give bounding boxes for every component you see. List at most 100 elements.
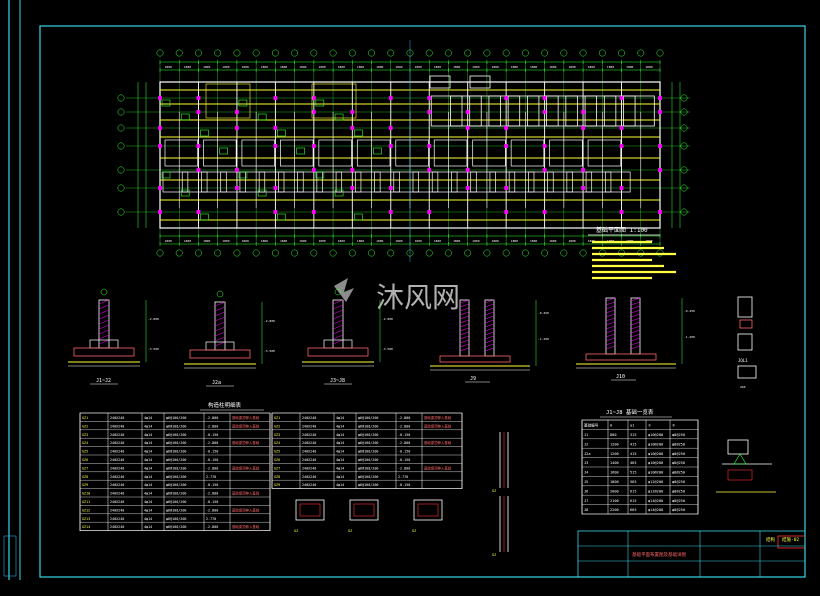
axis-bubble [117,108,125,116]
table-cell: 240X240 [302,483,316,487]
table-cell: GZ8 [274,475,280,479]
table-cell: GZ3 [274,433,280,437]
axis-bubble [579,49,587,57]
table-cell: 240X240 [110,458,124,462]
table-cell: φ6@100/200 [166,424,186,428]
axis-bubble [425,49,433,57]
table-cell: φ6@100/200 [166,475,186,479]
table-cell: 2.770 [398,475,408,479]
table-cell: 240X240 [302,458,316,462]
table-cell: 415 [630,452,637,456]
table-cell: 240X240 [302,433,316,437]
axis-bubble [117,208,125,216]
table-cell: GZ2 [82,424,88,428]
axis-bubble [483,49,491,57]
axis-bubble [579,249,587,257]
table-cell: J7 [584,499,588,503]
table-cell: 515 [630,471,637,475]
table-cell: φ6@100/200 [358,450,378,454]
table-cell: φ10@200 [648,433,663,437]
table-cell: 4φ14 [336,458,344,462]
table-cell: φ6@100/200 [166,500,186,504]
axis-bubble [195,249,202,257]
dimension-text: 1800 [376,239,383,243]
dimension-text: 1800 [357,239,364,243]
dimension-text: 1800 [568,65,575,69]
axis-bubble [618,49,625,57]
dimension-text: 1800 [165,65,172,69]
table-cell: φ6@100/200 [358,424,378,428]
axis-bubble [368,49,375,57]
table-cell: -2.800 [206,424,218,428]
axis-bubble [117,94,125,102]
table-cell: 4φ14 [336,466,344,470]
dimension-text: 1800 [338,239,345,243]
table-cell: φ6@100/200 [166,492,186,496]
axis-bubble [175,49,183,57]
table-cell: φ6@100/200 [166,416,186,420]
table-cell: GZ11 [82,500,90,504]
dimension-text: 1800 [165,239,172,243]
table-cell: GZ13 [82,517,90,521]
table-cell: 665 [630,508,637,512]
dimension-text: 1800 [434,65,441,69]
table-cell: -2.800 [206,525,218,529]
section-label: GZ [492,489,496,493]
table-cell: 4φ14 [144,508,152,512]
dimension-text: 1800 [607,65,614,69]
table-cell: φ6@100/200 [358,441,378,445]
axis-bubble [680,124,688,132]
axis-bubble [680,208,688,216]
table-cell: 240X240 [302,424,316,428]
table-header-cell: ① [648,424,652,428]
table-cell: -2.800 [206,441,218,445]
dimension-text: 240 [740,385,746,389]
axis-bubble [483,249,491,257]
table-cell: 4φ14 [144,441,152,445]
table-cell: -0.150 [206,433,218,437]
dimension-text: 1800 [242,65,249,69]
table-cell: 4φ14 [144,517,152,521]
dimension-text: 1800 [453,239,460,243]
table-cell: -0.150 [206,483,218,487]
table-cell: -0.150 [206,458,218,462]
table-cell: φ6@100/200 [166,433,186,437]
table-cell: φ8@250 [672,499,685,503]
elevation-text: -2.800 [382,317,393,321]
table-cell: 240X240 [110,525,124,529]
table-cell: φ6@100/200 [166,441,186,445]
foundation-details: -2.800-3.500J1~J2-2.800-3.500J2a-2.800-3… [68,288,757,389]
axis-bubble [560,49,568,57]
axis-bubble [464,249,472,257]
dimension-text: 1800 [338,65,345,69]
axis-bubble [195,49,202,57]
dimension-text: 1800 [434,239,441,243]
table-cell: -2.800 [206,508,218,512]
elevation-text: -3.500 [264,349,275,353]
table-cell: φ12@200 [648,489,663,493]
table-cell: φ6@100/200 [358,433,378,437]
dimension-text: 1800 [299,65,306,69]
section-label: GZ [412,529,416,533]
axis-bubble [680,184,688,192]
table-cell: φ10@200 [648,442,663,446]
column-table-title: 构造柱明细表 [208,401,242,409]
watermark-logo-icon [334,278,354,302]
table-cell: 1800 [610,480,619,484]
table-cell: 240X240 [110,475,124,479]
table-cell: GZ6 [82,458,88,462]
table-cell: J1 [584,433,588,437]
table-cell: 565 [630,480,637,484]
table-cell: φ6@100/200 [166,483,186,487]
table-cell: φ12@200 [648,480,663,484]
axis-bubble [291,49,299,57]
dimension-text: 1800 [588,239,595,243]
dimension-text: 1800 [549,239,556,243]
table-cell: 4φ14 [144,450,152,454]
table-cell: 4φ14 [144,500,152,504]
dimension-text: 1800 [261,239,268,243]
